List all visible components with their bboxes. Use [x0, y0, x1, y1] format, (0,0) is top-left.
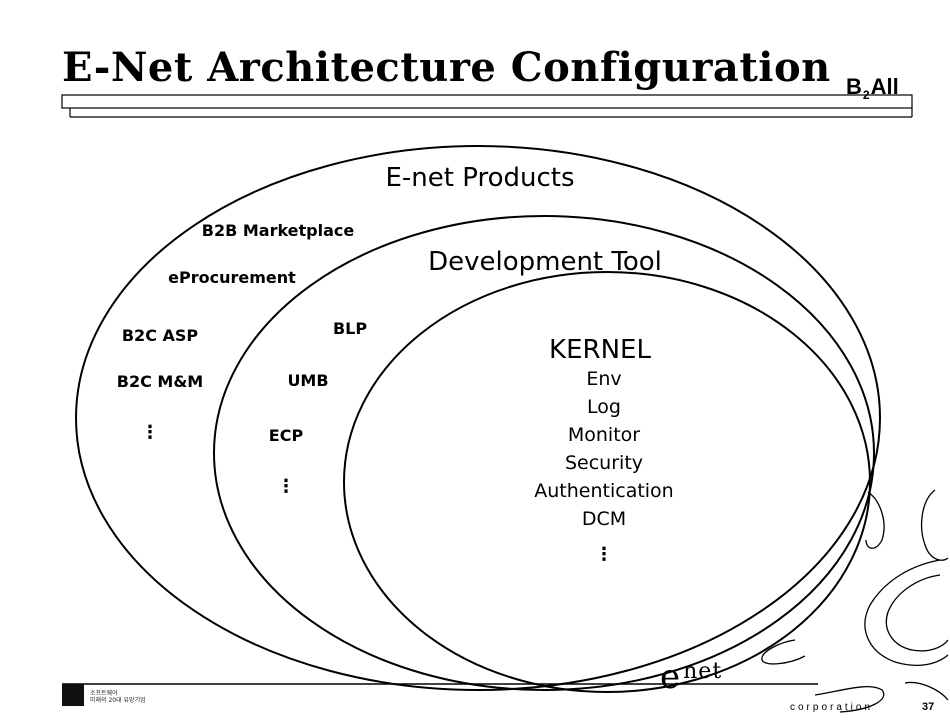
middle-ring-title: Development Tool [428, 247, 662, 277]
company-badge-line2: 미래의 20대 유망기업 [90, 697, 146, 704]
middle-item: ECP [269, 426, 304, 445]
outer-item: B2B Marketplace [202, 221, 355, 240]
page-number: 37 [922, 701, 935, 713]
inner-ring-title: KERNEL [549, 335, 651, 365]
title-underline [61, 94, 913, 118]
inner-ellipse-kernel [343, 271, 871, 693]
outer-item: eProcurement [168, 268, 296, 287]
kernel-item: Authentication [534, 480, 673, 502]
outer-ellipsis: ⋮ [141, 422, 159, 443]
company-badge-icon [62, 684, 84, 706]
brand-prefix: B [846, 74, 862, 99]
kernel-item: Env [586, 368, 621, 390]
kernel-item: Monitor [568, 424, 640, 446]
outer-item: B2C ASP [122, 326, 199, 345]
outer-item: B2C M&M [117, 372, 203, 391]
kernel-item: Security [565, 452, 643, 474]
enet-logo-main: e [660, 657, 681, 697]
decorative-swirl-graphic [761, 489, 949, 713]
outer-ring-title: E-net Products [385, 163, 574, 193]
page-title: E-Net Architecture Configuration [62, 44, 831, 91]
company-badge-text: 소프트웨어 미래의 20대 유망기업 [90, 690, 146, 704]
outer-ellipse-products [75, 145, 881, 691]
enet-logo-corporation: corporation [790, 702, 874, 713]
kernel-item: DCM [582, 508, 626, 530]
middle-item: UMB [287, 371, 328, 390]
middle-ellipse-development-tool [213, 215, 875, 691]
enet-logo-sup: net [683, 659, 723, 684]
kernel-ellipsis: ⋮ [595, 544, 613, 565]
company-badge-line1: 소프트웨어 [90, 690, 118, 697]
middle-item: BLP [333, 319, 367, 338]
kernel-item: Log [587, 396, 621, 418]
middle-ellipsis: ⋮ [277, 476, 295, 497]
